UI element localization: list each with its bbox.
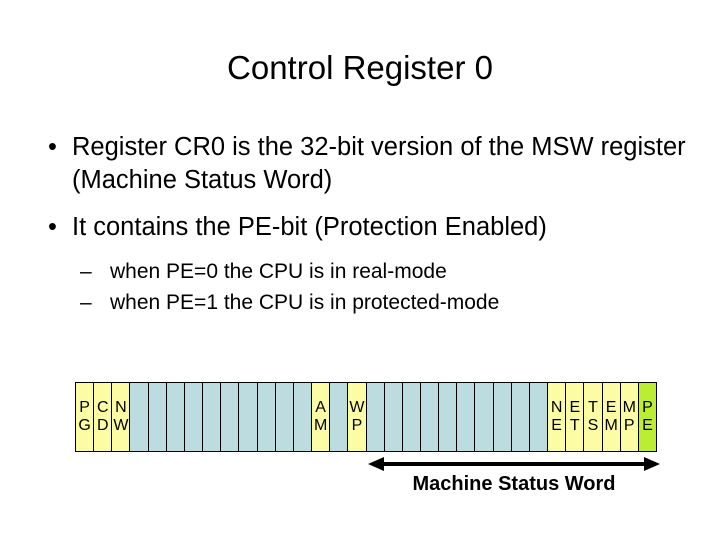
register-bit-reserved-19 [420,383,440,451]
sub-bullet-item-2: – when PE=1 the CPU is in protected-mode [30,287,720,318]
bit-letter-bottom: W [113,417,129,434]
bullet-item-2: • It contains the PE-bit (Protection Ena… [30,211,720,244]
register-bit-reserved-12 [293,383,313,451]
sub-bullet-text-1: when PE=0 the CPU is in real-mode [110,260,447,283]
register-bit-reserved-9 [239,383,258,451]
bit-letter-top: N [550,399,563,416]
page-title: Control Register 0 [227,49,493,86]
sub-bullet-item-1: – when PE=0 the CPU is in real-mode [30,256,720,287]
bit-letter-bottom: S [587,417,599,434]
register-bit-reserved-24 [511,383,530,451]
register-bit-reserved-3 [130,383,149,451]
register-bit-reserved-21 [457,383,476,451]
bullet-text-1: Register CR0 is the 32-bit version of th… [72,133,686,194]
bit-letter-bottom: P [623,417,635,434]
bit-letter-top: M [622,399,636,416]
bit-letter-bottom: D [96,417,109,434]
bit-letter-bottom: E [551,417,562,434]
bit-letter-top: T [588,399,598,416]
bit-letter-top: P [642,399,653,416]
double-headed-arrow-icon [368,457,660,471]
bit-letter-top: P [79,399,90,416]
bit-letter-bottom: M [604,417,618,434]
bit-letter-top: A [315,399,326,416]
bit-letter-top: N [115,399,127,416]
bit-letter-bottom: E [642,417,653,434]
bit-letter-bottom: P [351,417,363,434]
register-bit-reserved-5 [166,383,185,451]
dash-marker-icon: – [80,291,92,314]
register-bit-reserved-23 [493,383,512,451]
register-bit-reserved-8 [221,383,240,451]
msw-label: Machine Status Word [412,473,616,495]
register-bit-reserved-6 [184,383,204,451]
register-bit-reserved-18 [402,383,421,451]
register-bit-reserved-20 [439,383,458,451]
register-bit-reserved-10 [257,383,276,451]
register-bit-reserved-17 [384,383,403,451]
register-bit-reserved-11 [275,383,294,451]
msw-annotation: Machine Status Word [368,455,660,505]
bit-letter-bottom: M [313,417,328,434]
register-bit-reserved-25 [529,383,549,451]
dash-marker-icon: – [80,260,92,283]
register-bit-reserved-16 [366,383,385,451]
bit-letter-top: E [569,399,581,416]
bullet-text-2: It contains the PE-bit (Protection Enabl… [72,213,547,241]
bit-letter-top: C [96,399,109,416]
bit-letter-top: W [349,399,365,416]
register-bit-reserved-22 [475,383,494,451]
register-bit-reserved-14 [330,383,349,451]
bit-letter-bottom: T [569,417,580,434]
bit-letter-top: E [605,399,617,416]
register-bit-reserved-7 [203,383,222,451]
bullet-marker-icon: • [48,213,57,241]
bit-letter-bottom: G [78,417,91,434]
bullet-marker-icon: • [48,133,57,161]
bullet-item-1: • Register CR0 is the 32-bit version of … [30,131,720,197]
register-bit-reserved-4 [148,383,167,451]
sub-bullet-text-2: when PE=1 the CPU is in protected-mode [110,291,500,314]
